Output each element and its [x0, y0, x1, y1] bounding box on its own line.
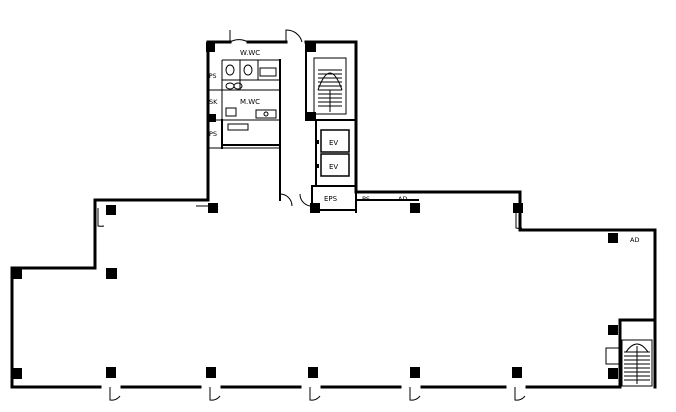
- label-ev-upper: EV: [329, 139, 338, 147]
- core-top-wall-right: [304, 40, 657, 322]
- sink-icon: [255, 109, 277, 119]
- label-slop-sink: SK: [209, 98, 218, 106]
- south-east-wall: [578, 318, 657, 389]
- column: [106, 268, 117, 279]
- toilet-icon: [225, 82, 235, 90]
- elevators: [316, 129, 350, 177]
- toilet-icon: [233, 82, 243, 90]
- toilet-icon: [225, 64, 235, 76]
- restroom-block: [208, 59, 280, 131]
- door-swing: [309, 387, 321, 401]
- outer-walls: [10, 40, 657, 389]
- door-swing: [514, 387, 526, 401]
- sink-icon: [227, 123, 249, 131]
- stair-bottom: [605, 339, 653, 387]
- label-ad-core: AD: [398, 195, 407, 203]
- stair-top: [313, 57, 347, 115]
- column: [513, 203, 523, 213]
- label-women-wc: W.WC: [240, 49, 260, 57]
- door-swing: [109, 387, 121, 401]
- sink-icon: [263, 111, 269, 117]
- column: [306, 42, 316, 52]
- room-labels: W.WC M.WC SK PS PS EV EV EPS PS AD AD: [209, 49, 639, 244]
- door-swing: [279, 193, 293, 207]
- door-swing: [285, 29, 303, 43]
- column: [608, 233, 618, 243]
- label-ps-top: PS: [209, 73, 217, 80]
- column: [410, 203, 420, 213]
- column: [306, 112, 316, 121]
- column: [106, 367, 116, 378]
- column: [208, 114, 216, 122]
- urinal-icon: [225, 107, 237, 117]
- sink-icon: [259, 67, 277, 77]
- columns: [12, 42, 618, 379]
- label-ps-core: PS: [362, 195, 370, 203]
- column: [206, 367, 216, 378]
- column: [106, 205, 116, 215]
- column: [608, 368, 618, 379]
- column: [206, 42, 215, 52]
- door-swing: [229, 30, 249, 43]
- door-swing: [409, 387, 421, 401]
- door-swing: [515, 212, 523, 229]
- column: [12, 368, 22, 379]
- label-eps: EPS: [324, 195, 338, 203]
- west-wall: [10, 198, 210, 389]
- label-men-wc: M.WC: [240, 98, 260, 106]
- column: [608, 325, 618, 335]
- column: [410, 367, 420, 378]
- label-ps-mid: PS: [209, 130, 217, 138]
- door-swing: [299, 193, 311, 207]
- column: [512, 367, 522, 378]
- door-swing: [209, 387, 221, 401]
- door-swing: [97, 208, 105, 227]
- label-ev-lower: EV: [329, 163, 338, 171]
- doors: [97, 29, 526, 401]
- toilet-icon: [243, 64, 253, 76]
- label-ad-right: AD: [630, 236, 639, 244]
- column: [208, 203, 218, 213]
- column: [12, 268, 22, 279]
- column: [310, 203, 320, 213]
- column: [308, 367, 318, 378]
